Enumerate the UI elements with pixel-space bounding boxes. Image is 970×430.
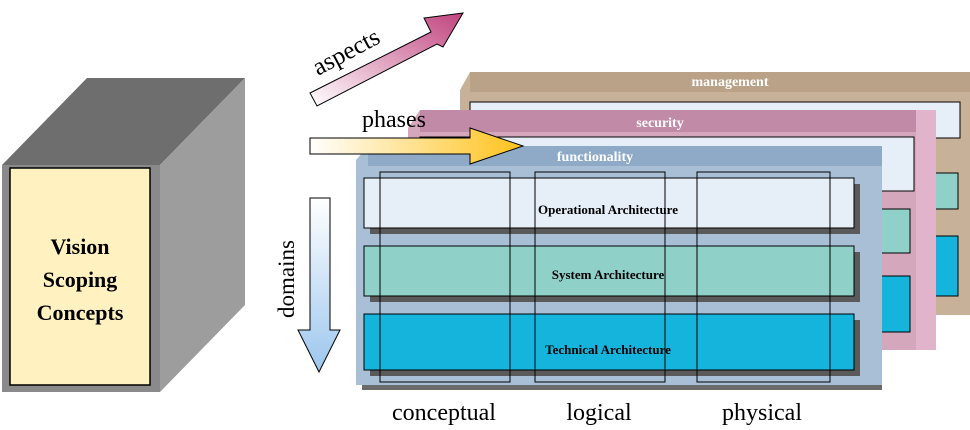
phases-label: phases [362, 107, 426, 133]
domains-arrow: domains [274, 197, 341, 374]
layer-functionality-title: functionality [557, 150, 633, 165]
column-conceptual-label: conceptual [392, 400, 496, 426]
layer-functionality: functionality Operational Architecture S… [356, 146, 882, 390]
column-physical-label: physical [722, 400, 802, 426]
phases-arrow-shape [309, 127, 525, 165]
vision-box-panel [9, 167, 151, 386]
vision-box: Vision Scoping Concepts [2, 78, 245, 392]
column-logical-label: logical [566, 400, 632, 426]
row-operational [363, 177, 855, 229]
column-conceptual-outline [379, 171, 511, 383]
vision-box-top [2, 78, 245, 165]
layer-security-topbar [420, 110, 916, 132]
aspects-arrow-shape [309, 12, 464, 107]
security-row-2 [879, 208, 911, 254]
layer-management-topbar [470, 72, 970, 92]
layer-management-title: management [692, 75, 769, 90]
row-system-label: System Architecture [552, 267, 665, 282]
layer-security-title: security [636, 116, 683, 131]
row-system [363, 245, 855, 297]
layer-security-side [916, 110, 936, 350]
row-technical-label: Technical Architecture [545, 342, 671, 357]
row-technical [363, 313, 855, 371]
column-logical-outline [534, 171, 666, 383]
phases-arrow: phases [309, 107, 525, 165]
vision-box-line-1: Vision [50, 234, 109, 259]
vision-box-side [160, 78, 245, 392]
domains-label: domains [274, 240, 299, 318]
vision-box-line-2: Scoping [43, 267, 118, 292]
row-operational-label: Operational Architecture [538, 202, 678, 217]
aspects-arrow: aspects [308, 12, 464, 107]
domains-arrow-shape [297, 197, 341, 374]
column-physical-outline [696, 171, 831, 383]
security-row-3 [879, 275, 911, 333]
vision-box-line-3: Concepts [37, 300, 124, 325]
